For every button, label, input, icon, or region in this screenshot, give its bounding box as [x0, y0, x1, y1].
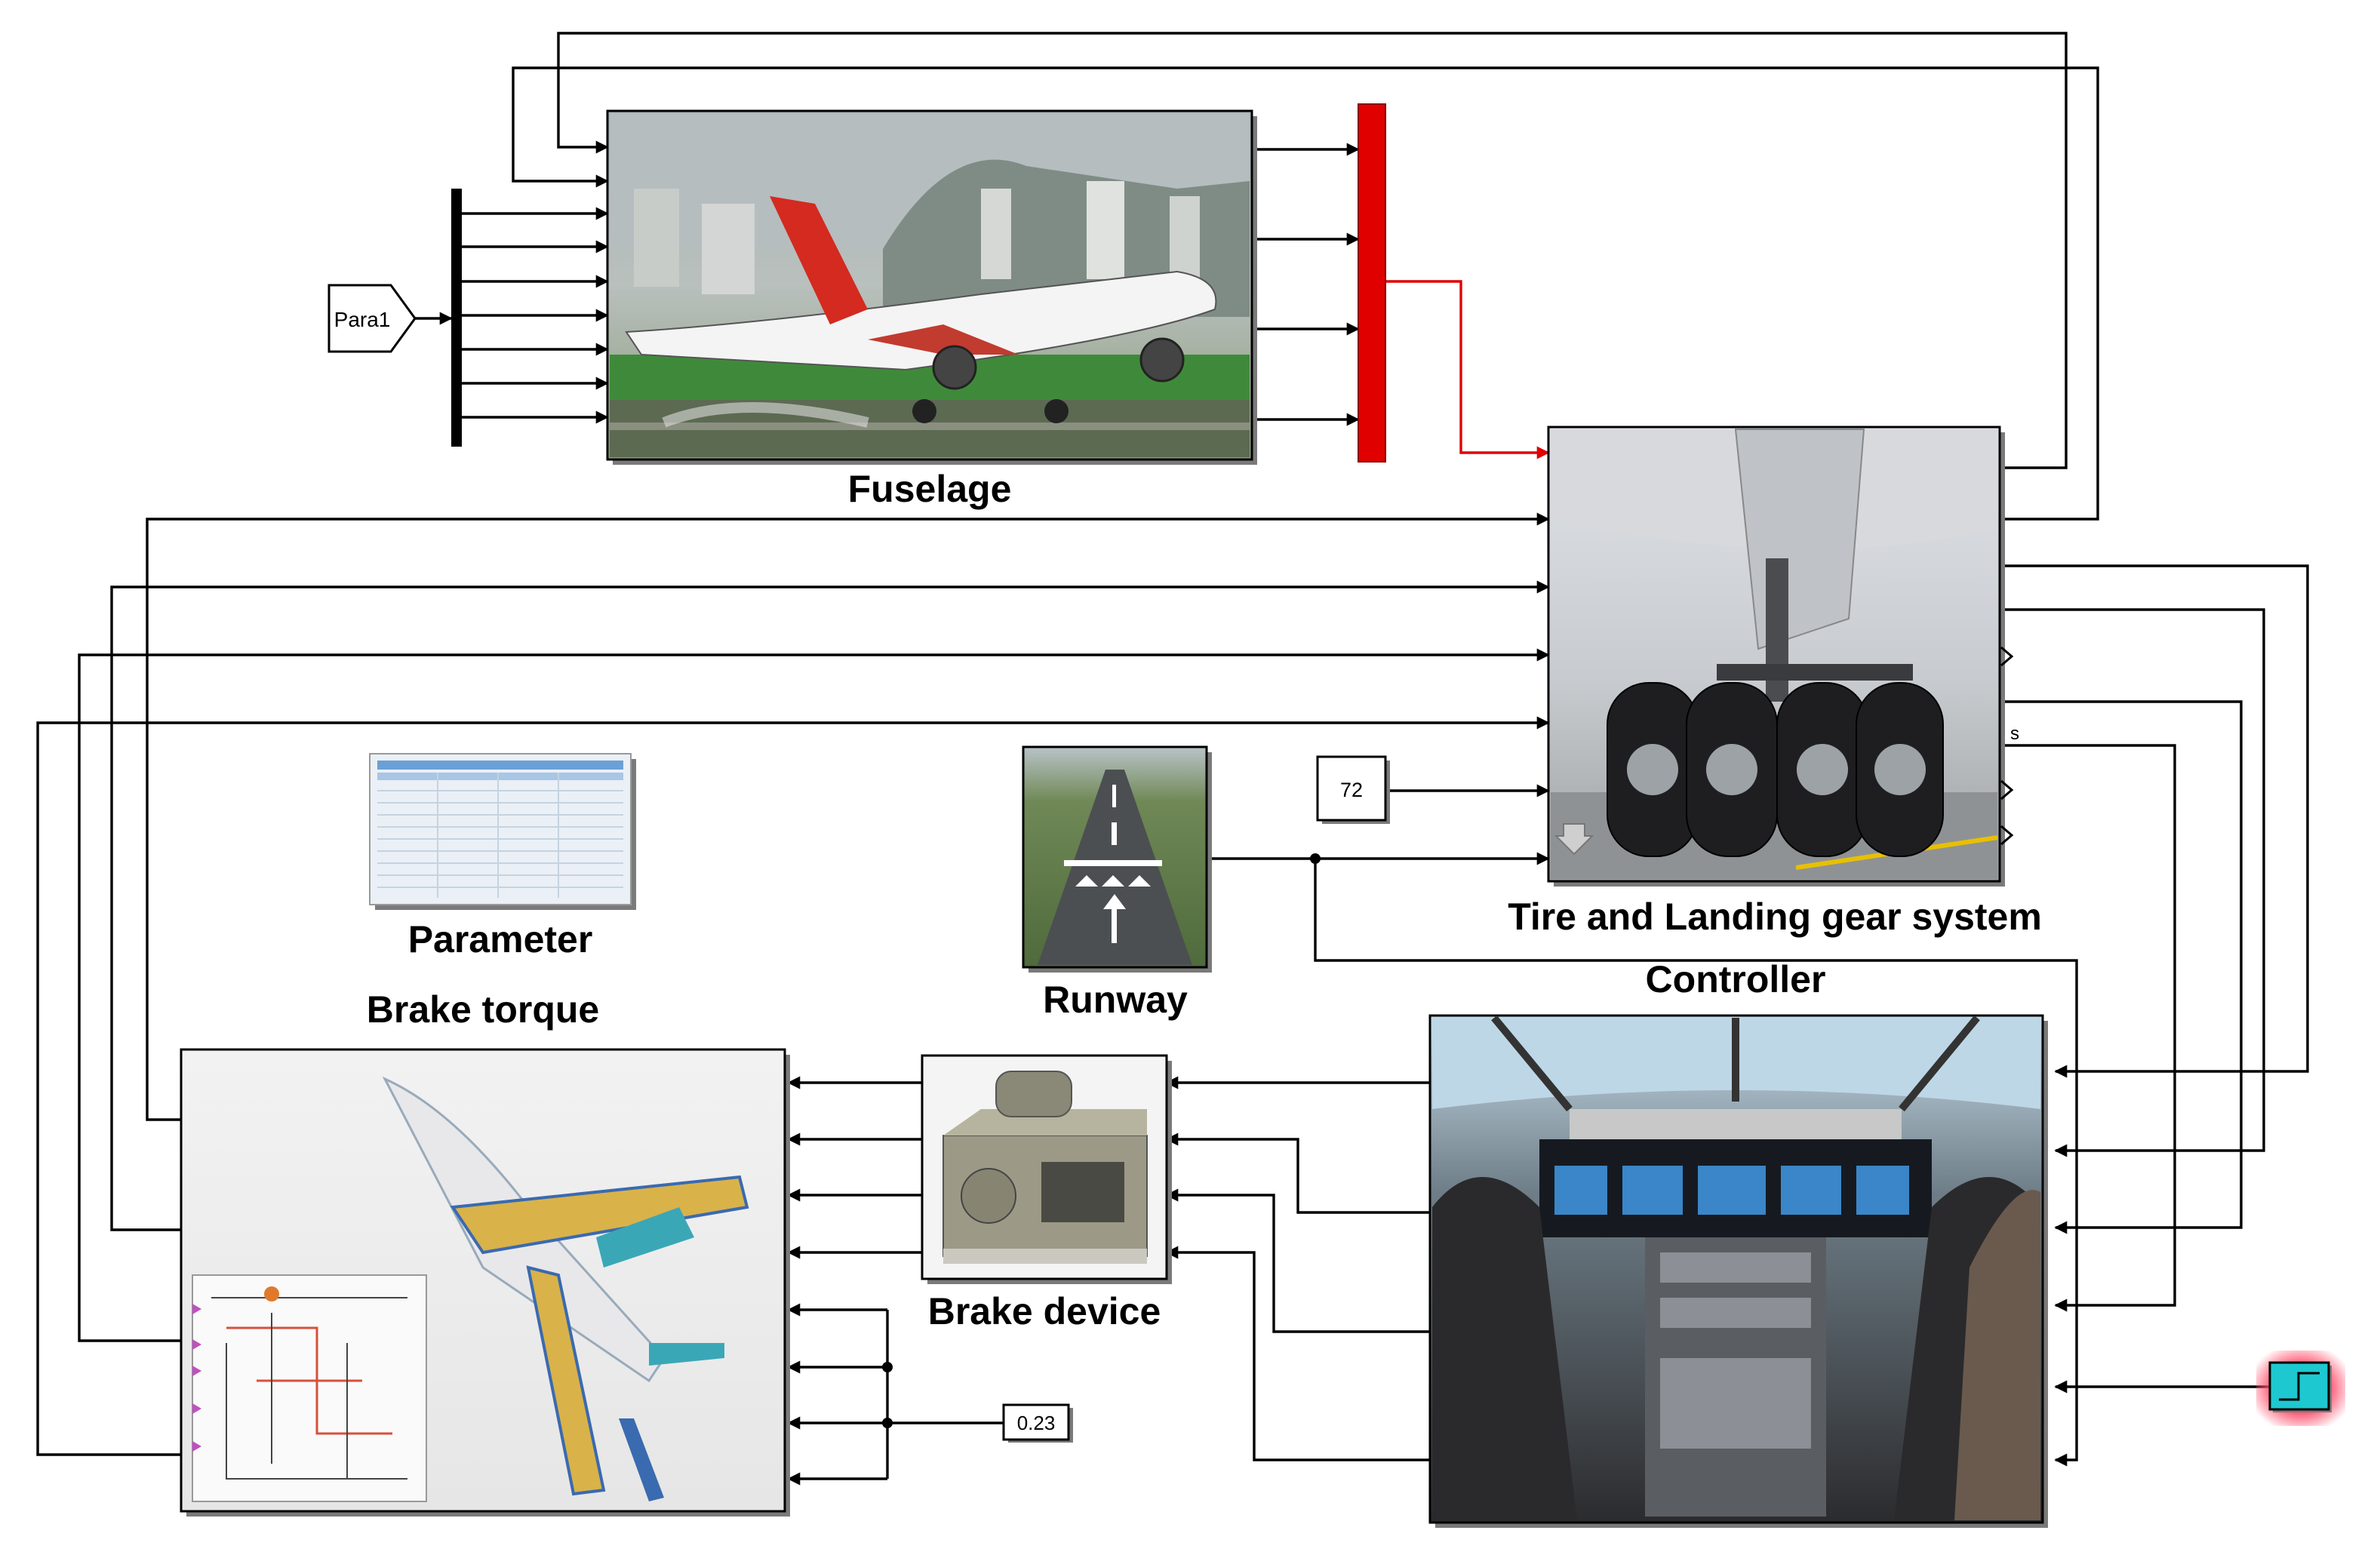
step-block[interactable] — [2256, 1351, 2345, 1426]
cockpit-photo — [1432, 1015, 2040, 1520]
airplane-landing-photo — [610, 113, 1250, 457]
landing-gear-photo — [1551, 429, 1998, 879]
runway-label: Runway — [1043, 979, 1188, 1021]
parameter-block[interactable]: Parameter — [369, 753, 636, 960]
brake-device-label: Brake device — [928, 1290, 1161, 1332]
aircraft-brake-diagram — [192, 1076, 749, 1502]
constant-023-block[interactable]: 0.23 — [1002, 1403, 1073, 1443]
brake-torque-label: Brake torque — [367, 988, 599, 1031]
runway-block[interactable]: Runway — [1022, 745, 1212, 1021]
demux-bar[interactable] — [451, 189, 462, 447]
tire-landing-gear-label: Tire and Landing gear system — [1508, 896, 2042, 938]
controller-block[interactable]: Controller — [1428, 958, 2048, 1528]
step-icon — [2279, 1372, 2320, 1401]
brake-torque-block[interactable]: Brake torque — [180, 988, 790, 1517]
tire-landing-gear-block[interactable]: s Tire and Landing gear system — [1508, 426, 2042, 938]
constant-72-block[interactable]: 72 — [1316, 755, 1390, 824]
constant-72-value: 72 — [1340, 779, 1363, 801]
para1-label: Para1 — [334, 308, 391, 331]
brake-device-block[interactable]: Brake device — [921, 1054, 1172, 1332]
brake-torque-port-marks — [192, 1304, 201, 1452]
runway-photo — [1038, 770, 1192, 965]
constant-023-value: 0.23 — [1017, 1412, 1056, 1434]
gear-port-s-label: s — [2010, 724, 2019, 744]
para1-from-tag[interactable]: Para1 — [327, 284, 417, 353]
signal-lines — [36, 32, 2309, 1486]
fuselage-label: Fuselage — [848, 468, 1012, 510]
parameter-label: Parameter — [408, 918, 593, 960]
parameter-table-image — [377, 761, 623, 898]
controller-label: Controller — [1646, 958, 1826, 1000]
gear-output-port-marks — [2000, 646, 2014, 846]
mux-bar-red[interactable] — [1358, 103, 1386, 463]
brake-unit-photo — [942, 1071, 1148, 1264]
fuselage-block[interactable]: Fuselage — [606, 109, 1257, 510]
